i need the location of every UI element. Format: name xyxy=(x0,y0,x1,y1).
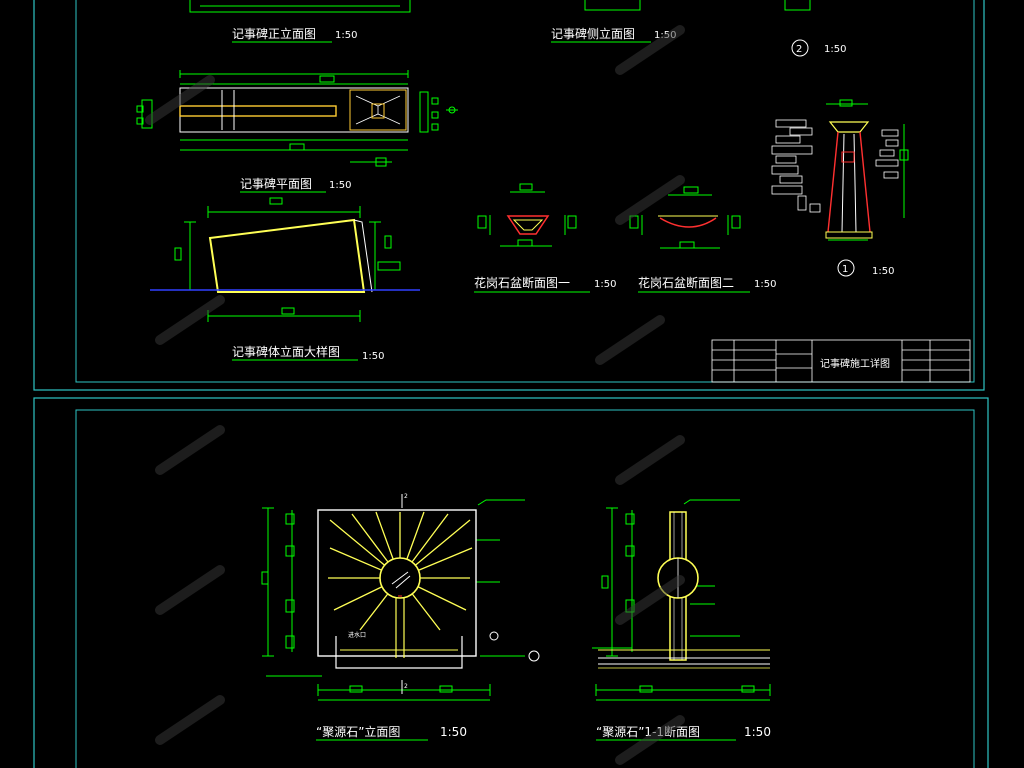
detail-2-scale: 1:50 xyxy=(824,44,846,55)
juyuan-frame xyxy=(317,509,477,657)
plan-stone-slab xyxy=(179,105,337,117)
svg-text:2: 2 xyxy=(796,44,802,55)
basin-section-1-scale: 1:50 xyxy=(594,279,616,290)
basin-section-1 xyxy=(477,183,577,247)
side-elevation-title: 记事碑侧立面图 xyxy=(551,26,635,41)
side-elevation-remnant xyxy=(584,0,811,11)
title-block-drawing-name: 记事碑施工详图 xyxy=(820,357,890,370)
body-detail-elevation xyxy=(150,197,420,322)
front-elevation-title: 记事碑正立面图 xyxy=(232,26,316,41)
detail-1-drawing xyxy=(771,99,909,241)
sheet-2-inner-frame xyxy=(75,409,975,768)
section-mark-bottom: 2 xyxy=(404,683,408,690)
juyuan-section-scale: 1:50 xyxy=(744,725,771,739)
basin-section-2 xyxy=(629,186,741,249)
front-elevation-remnant xyxy=(189,0,411,13)
sheet-1-inner-frame xyxy=(75,0,975,383)
section-mark-top: 2 xyxy=(404,493,408,500)
detail-1-scale: 1:50 xyxy=(872,266,894,277)
sunburst-rays xyxy=(328,511,473,631)
sheet-2-outer-frame xyxy=(33,397,989,768)
stone-body-outline xyxy=(208,218,366,293)
watermark-pattern xyxy=(145,25,685,765)
sheet-1-outer-frame xyxy=(33,0,985,391)
plan-view xyxy=(136,70,458,167)
juyuan-elevation: 2 2 进水口 xyxy=(261,493,540,701)
detail-2-marker xyxy=(791,39,809,57)
basin-section-2-title: 花岗石盆断面图二 xyxy=(638,275,734,290)
title-block xyxy=(711,339,971,383)
inlet-annotation: 进水口 xyxy=(348,631,366,639)
sheet-2: 2 2 进水口 “聚源石”立面图 1:50 xyxy=(33,397,989,768)
detail-1-marker xyxy=(837,259,855,277)
front-elevation-scale: 1:50 xyxy=(335,30,357,41)
body-detail-title: 记事碑体立面大样图 xyxy=(232,344,340,359)
juyuan-elevation-title: “聚源石”立面图 xyxy=(316,724,400,739)
juyuan-elevation-scale: 1:50 xyxy=(440,725,467,739)
body-detail-scale: 1:50 xyxy=(362,351,384,362)
svg-text:1: 1 xyxy=(842,264,848,275)
plan-scale: 1:50 xyxy=(329,180,351,191)
plan-title: 记事碑平面图 xyxy=(240,176,312,191)
basin-section-2-scale: 1:50 xyxy=(754,279,776,290)
basin-section-1-title: 花岗石盆断面图一 xyxy=(474,275,570,290)
